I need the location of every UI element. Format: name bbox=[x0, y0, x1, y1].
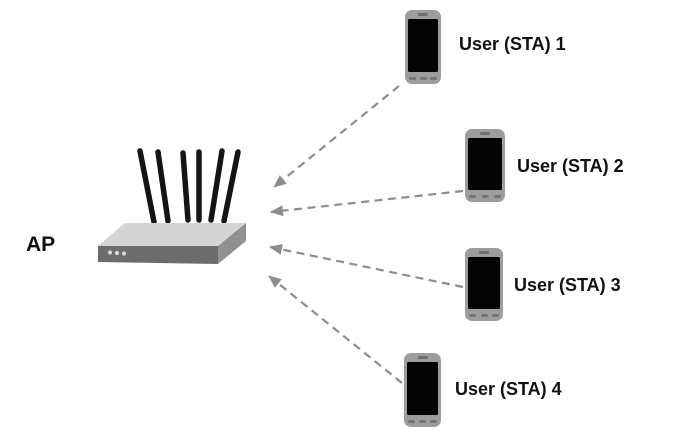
phone-buttons bbox=[469, 313, 499, 317]
phone-speaker bbox=[417, 356, 428, 359]
router-side-face bbox=[218, 223, 246, 264]
ap-router-icon bbox=[98, 148, 246, 264]
phone-screen bbox=[408, 19, 438, 72]
router-leds bbox=[107, 250, 127, 256]
arrow-sta1-to-ap bbox=[273, 85, 400, 188]
phone-buttons bbox=[408, 419, 437, 423]
sta-label-1: User (STA) 1 bbox=[459, 34, 566, 54]
smartphone-icon-sta4 bbox=[404, 353, 441, 427]
router-top-face bbox=[98, 223, 246, 246]
smartphone-icon-sta1 bbox=[405, 10, 441, 84]
smartphone-icon-sta2 bbox=[465, 129, 505, 202]
router-antennas bbox=[137, 148, 241, 225]
phone-screen bbox=[468, 257, 500, 309]
sta-label-2: User (STA) 2 bbox=[517, 156, 624, 176]
phone-speaker bbox=[480, 132, 490, 135]
sta-label-4: User (STA) 4 bbox=[455, 379, 562, 399]
arrow-sta2-to-ap bbox=[270, 189, 464, 217]
phone-buttons bbox=[409, 76, 437, 80]
phone-screen bbox=[407, 362, 438, 415]
sta-label-3: User (STA) 3 bbox=[514, 275, 621, 295]
phone-speaker bbox=[479, 251, 489, 254]
phone-screen bbox=[468, 138, 502, 190]
ap-label: AP bbox=[26, 233, 56, 256]
router-front-face bbox=[98, 246, 218, 264]
arrow-sta4-to-ap bbox=[268, 275, 403, 384]
smartphone-icon-sta3 bbox=[465, 248, 503, 321]
arrow-sta3-to-ap bbox=[269, 244, 464, 289]
phone-speaker bbox=[418, 13, 428, 16]
signal-arrows bbox=[268, 85, 464, 384]
phone-buttons bbox=[469, 194, 501, 198]
